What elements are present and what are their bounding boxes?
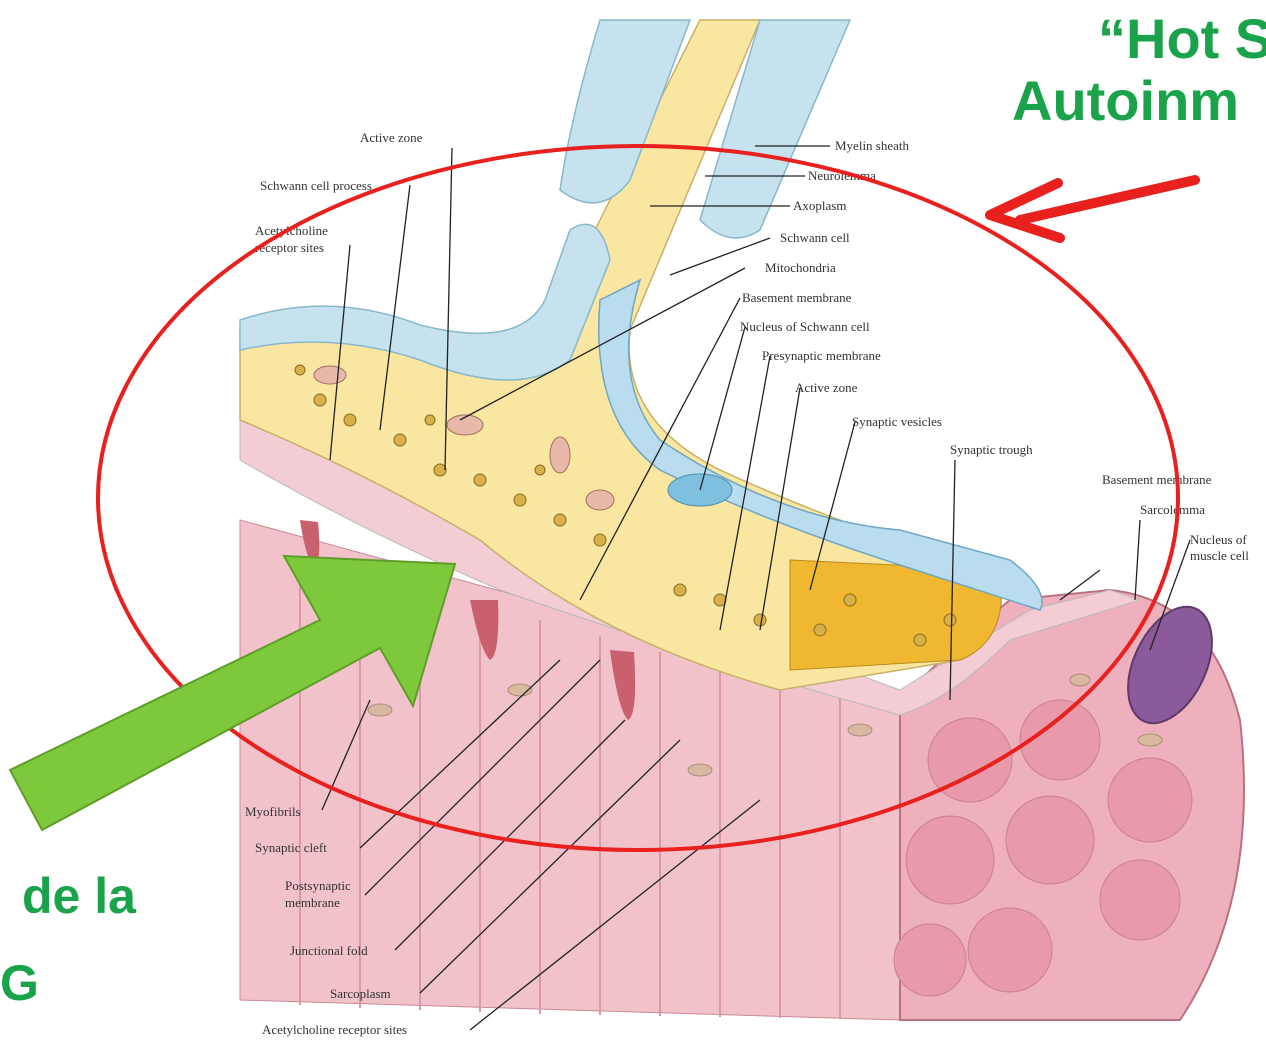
side-caption-line-2: G xyxy=(0,955,39,1011)
label-axoplasm: Axoplasm xyxy=(793,198,846,213)
label-sarcoplasm: Sarcoplasm xyxy=(330,986,391,1001)
headline-line-1: “Hot S xyxy=(1098,8,1266,70)
label-schwann-process: Schwann cell process xyxy=(260,178,372,193)
label-postsynaptic-1: Postsynaptic xyxy=(285,878,351,893)
label-myelin-sheath: Myelin sheath xyxy=(835,138,910,153)
label-mitochondria: Mitochondria xyxy=(765,260,836,275)
label-active-zone-top: Active zone xyxy=(360,130,423,145)
label-synaptic-vesicles: Synaptic vesicles xyxy=(852,414,942,429)
side-caption-line-1: de la xyxy=(22,868,136,924)
label-schwann-cell: Schwann cell xyxy=(780,230,850,245)
label-presynaptic-membrane: Presynaptic membrane xyxy=(762,348,881,363)
label-nucleus-muscle-2: muscle cell xyxy=(1190,548,1249,563)
label-myofibrils: Myofibrils xyxy=(245,804,301,819)
label-junctional-fold: Junctional fold xyxy=(290,943,368,958)
label-nucleus-schwann: Nucleus of Schwann cell xyxy=(740,319,870,334)
label-ach-receptor-1: Acetylcholine xyxy=(255,223,328,238)
headline-line-2: Autoinm xyxy=(1012,70,1239,132)
red-arrow xyxy=(990,180,1195,238)
label-basement-membrane: Basement membrane xyxy=(742,290,852,305)
label-synaptic-trough: Synaptic trough xyxy=(950,442,1033,457)
label-active-zone: Active zone xyxy=(795,380,858,395)
label-ach-receptor-bottom: Acetylcholine receptor sites xyxy=(262,1022,407,1037)
label-sarcolemma: Sarcolemma xyxy=(1140,502,1205,517)
label-postsynaptic-2: membrane xyxy=(285,895,340,910)
label-basement-membrane-right: Basement membrane xyxy=(1102,472,1212,487)
label-synaptic-cleft: Synaptic cleft xyxy=(255,840,327,855)
label-nucleus-muscle-1: Nucleus of xyxy=(1190,532,1247,547)
